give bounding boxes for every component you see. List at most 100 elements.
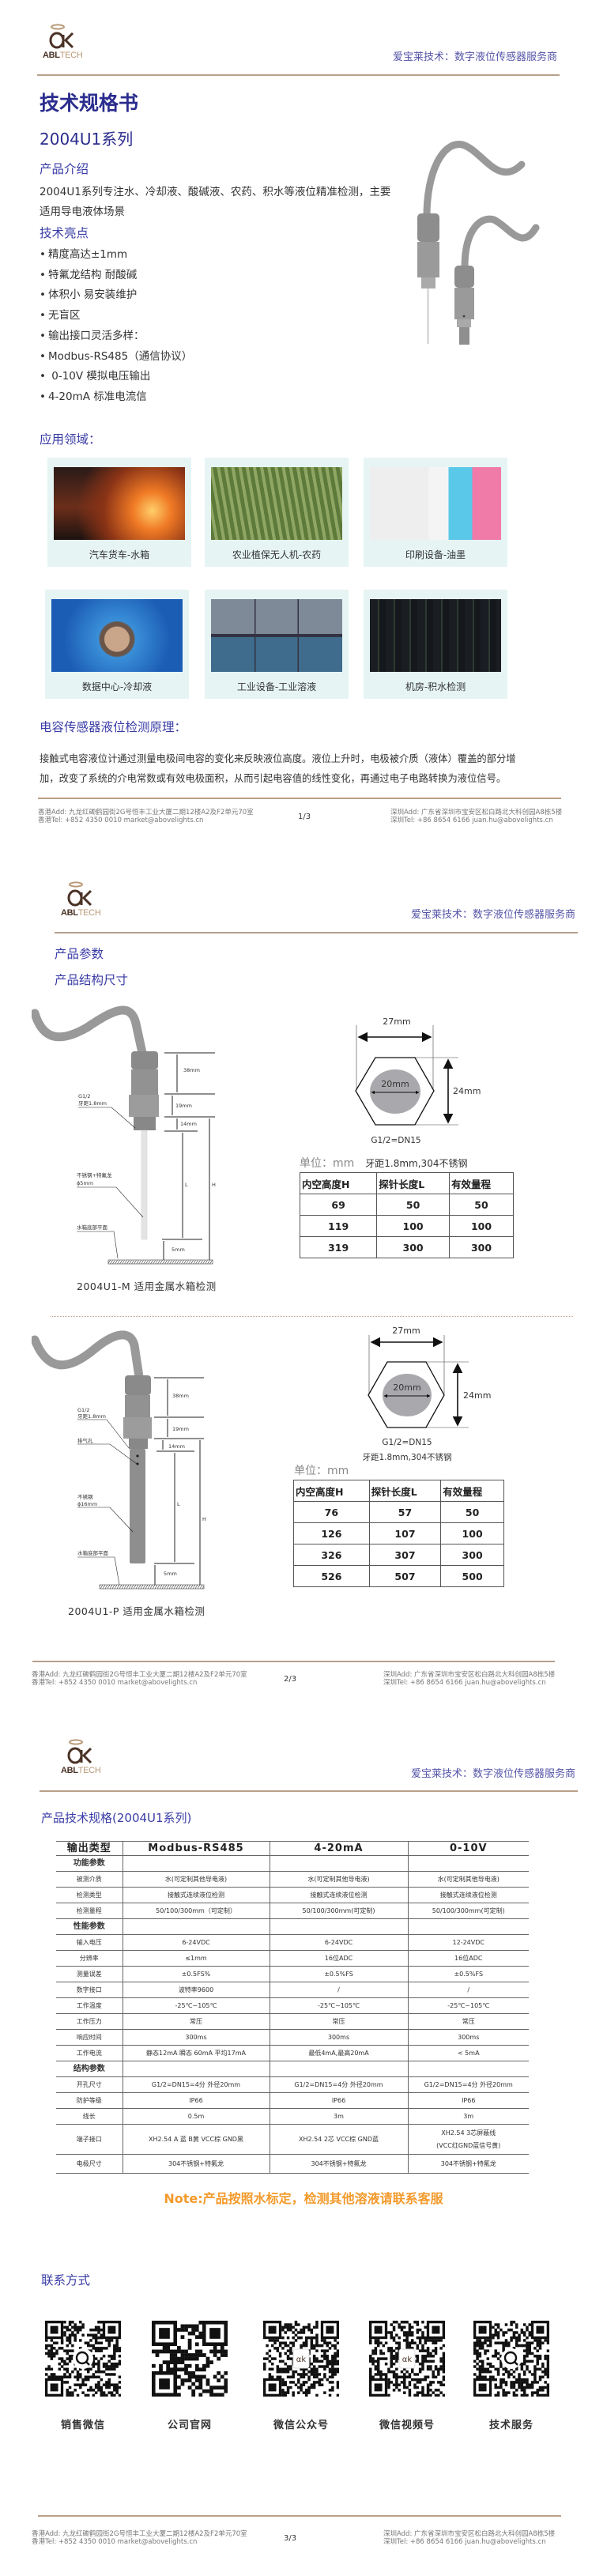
hk-address: 香港Add: 九龙红磡鹤园街2G号恒丰工业大厦二期12楼A2及F2单元70室 [32, 2530, 247, 2538]
spec-cell: 电极尺寸 [56, 2154, 123, 2174]
spec-cell: 测量误差 [56, 1966, 123, 1982]
spec-cell: 12-24VDC [408, 1934, 529, 1951]
application-label: 机房-积水检测 [405, 681, 466, 692]
application-image [211, 467, 342, 540]
qr-code[interactable] [473, 2321, 549, 2397]
logo-mark-icon [67, 881, 92, 907]
highlight-item: 0-10V 模拟电压输出 [40, 367, 150, 383]
spec-cell: 16位ADC [270, 1950, 409, 1967]
thread-spec: G1/2=DN15 [382, 1438, 432, 1447]
highlight-item: 无盲区 [40, 306, 81, 322]
spec-cell: 最低4mA,最高20mA [270, 2045, 409, 2061]
model-p-caption: 2004U1-P 适用金属水箱检测 [68, 1605, 205, 1617]
spec-cell: 输入电压 [56, 1934, 123, 1951]
spec-cell: IP66 [408, 2092, 529, 2109]
spec-cell [123, 1918, 270, 1935]
qr-code[interactable]: αk [369, 2321, 445, 2397]
unit-label: 单位：mm [300, 1157, 355, 1170]
callout-pitch: 牙距1.8mm [77, 1413, 106, 1420]
header-tagline: 爱宝莱技术：数字液位传感器服务商 [411, 909, 576, 921]
application-card: 机房-积水检测 [364, 590, 507, 699]
logo-icon: αk [292, 2348, 310, 2369]
qr-code[interactable] [45, 2321, 121, 2397]
application-label: 印刷设备-油墨 [405, 549, 466, 560]
spec-cell: / [408, 1982, 529, 1998]
spec-cell: 静态12mA 瞬态 60mA 平均17mA [123, 2045, 270, 2061]
spec-cell: 304不锈钢+特氟龙 [408, 2154, 529, 2174]
spec-cell: 接触式连续液位检测 [408, 1887, 529, 1903]
spec-cell: ±0.5%FS [270, 1966, 409, 1982]
spec-cell: XH2.54 A 蓝 B黄 VCC棕 GND黑 [123, 2124, 270, 2155]
qr-code[interactable] [152, 2321, 228, 2397]
dim-19mm: 19mm [175, 1103, 192, 1109]
spec-cell [408, 2061, 529, 2077]
principle-heading: 电容传感器液位检测原理： [40, 720, 187, 734]
table-header-cell: 有效量程 [448, 1172, 515, 1194]
spec-row: 检测类型接触式连续液位检测接触式连续液位检测接触式连续液位检测 [56, 1887, 529, 1903]
hk-address: 香港Add: 九龙红磡鹤园街2G号恒丰工业大厦二期12楼A2及F2单元70室 [32, 1671, 247, 1679]
spec-header-cell: 4-20mA [270, 1841, 409, 1856]
product-image [417, 141, 540, 345]
spec-cell: 300ms [270, 2029, 409, 2046]
spec-cell: 响应时间 [56, 2029, 123, 2046]
page-title: 技术规格书 [40, 92, 139, 115]
probe-p-drawing: 38mm 19mm 14mm L H 5mm G1/2 牙距1.8mm 排气孔 … [32, 1330, 206, 1590]
logo: ABLTECH [61, 881, 102, 921]
dim-14mm: 14mm [168, 1443, 185, 1450]
dim-38mm: 38mm [172, 1393, 189, 1399]
spec-cell: 分辨率 [56, 1950, 123, 1967]
qr-label: 公司官网 [167, 2419, 212, 2431]
principle-line: 接触式电容液位计通过测量电极间电容的变化来反映液位高度。液位上升时，电极被介质（… [40, 753, 516, 764]
spec-cell: 功能参数 [56, 1855, 123, 1872]
table-cell: 326 [293, 1544, 370, 1566]
table-cell: 500 [440, 1565, 504, 1587]
spec-cell: XH2.54 3芯屏蔽线(VCC红GND蓝信号黄) [408, 2124, 529, 2155]
table-cell: 507 [368, 1565, 442, 1587]
structure-heading: 产品结构尺寸 [55, 973, 129, 987]
application-card: 印刷设备-油墨 [364, 458, 507, 567]
spec-cell: 被测介质 [56, 1871, 123, 1888]
spec-header-cell: 0-10V [408, 1841, 529, 1856]
spec-header-cell: Modbus-RS485 [123, 1841, 270, 1856]
spec-cell: 300ms [408, 2029, 529, 2046]
dim-l: L [177, 1501, 180, 1507]
spec-cell: 6-24VDC [270, 1934, 409, 1951]
highlights-heading: 技术亮点 [40, 226, 89, 240]
application-label: 农业植保无人机-农药 [232, 549, 322, 560]
qr-code[interactable]: αk [263, 2321, 339, 2397]
footer-hk: 香港Add: 九龙红磡鹤园街2G号恒丰工业大厦二期12楼A2及F2单元70室香港… [32, 1671, 247, 1687]
spec-heading: 产品技术规格(2004U1系列) [41, 1811, 192, 1825]
spec-cell: G1/2=DN15=4分 外径20mm [270, 2076, 409, 2093]
application-card: 农业植保无人机-农药 [205, 458, 349, 567]
series-title: 2004U1系列 [40, 130, 134, 149]
spec-cell: 检测量程 [56, 1903, 123, 1919]
callout-tank-bottom: 水箱底部平面 [77, 1549, 109, 1556]
callout-diameter: ϕ5mm [77, 1180, 93, 1186]
spec-cell: ±0.5%FS [408, 1966, 529, 1982]
footer-hk: 香港Add: 九龙红磡鹤园街2G号恒丰工业大厦二期12楼A2及F2单元70室香港… [32, 2530, 247, 2546]
table-cell: 307 [368, 1544, 442, 1566]
qr-label: 微信公众号 [273, 2419, 329, 2431]
section-divider [51, 1316, 573, 1317]
callout-pitch: 牙距1.8mm [78, 1100, 107, 1107]
page-number: 1/3 [298, 813, 311, 821]
table-cell: 69 [299, 1194, 378, 1216]
callout-material: 不锈钢+特氟龙 [77, 1171, 112, 1179]
sz-address: 深圳Add: 广东省深圳市宝安区松白路北大科创园A8栋5楼 [383, 1671, 556, 1679]
dim-l: L [185, 1182, 188, 1188]
spec-cell: 防护等级 [56, 2092, 123, 2109]
spec-section-row: 功能参数 [56, 1855, 529, 1872]
highlight-item: 4-20mA 标准电流信 [40, 387, 147, 403]
dim-5mm: 5mm [164, 1571, 177, 1577]
